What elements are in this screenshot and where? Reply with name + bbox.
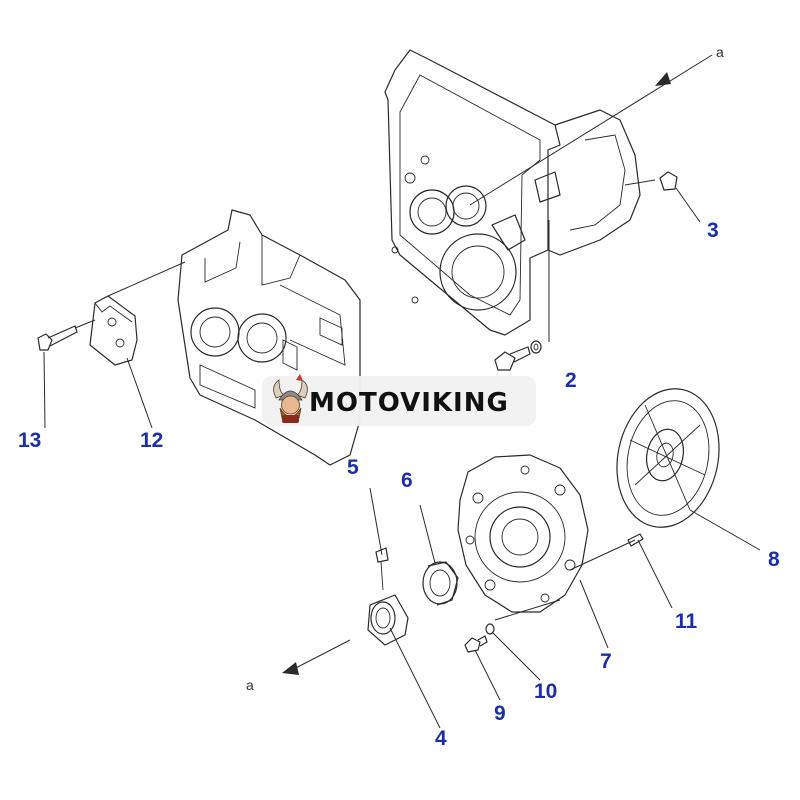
callout-13: 13 (18, 429, 41, 452)
grease-fitting (375, 547, 389, 591)
reference-arrow-top (655, 72, 671, 86)
callout-5: 5 (347, 456, 359, 479)
viking-mascot-icon (273, 374, 308, 423)
transmission-case (177, 209, 361, 466)
plug-3 (659, 171, 678, 191)
callout-8: 8 (768, 548, 780, 571)
clutch-cover (457, 454, 589, 613)
reference-label-bottom: a (246, 677, 254, 693)
reference-arrow-bottom (282, 662, 299, 675)
release-bearing-holder (367, 594, 409, 646)
callout-11: 11 (675, 610, 698, 633)
callout-6: 6 (401, 469, 413, 492)
bracket (89, 295, 138, 366)
clutch-disc (616, 388, 720, 528)
bolt-13 (37, 325, 78, 351)
callout-7: 7 (600, 650, 612, 673)
callout-12: 12 (140, 429, 163, 452)
pin-11 (627, 533, 644, 547)
bolt-2 (494, 340, 542, 371)
callout-9: 9 (494, 702, 506, 725)
watermark-banner: MOTOVIKING (262, 374, 536, 426)
flywheel-housing (384, 49, 641, 336)
washer-10 (485, 623, 495, 635)
release-bearing (422, 561, 459, 606)
leader-lines (43, 54, 761, 729)
callout-4: 4 (435, 727, 447, 750)
callout-2: 2 (565, 369, 577, 392)
watermark-text: MOTOVIKING (309, 388, 509, 418)
callout-3: 3 (707, 219, 719, 242)
reference-label-top: a (716, 44, 724, 60)
callout-10: 10 (534, 680, 557, 703)
bolt-9 (464, 635, 488, 653)
